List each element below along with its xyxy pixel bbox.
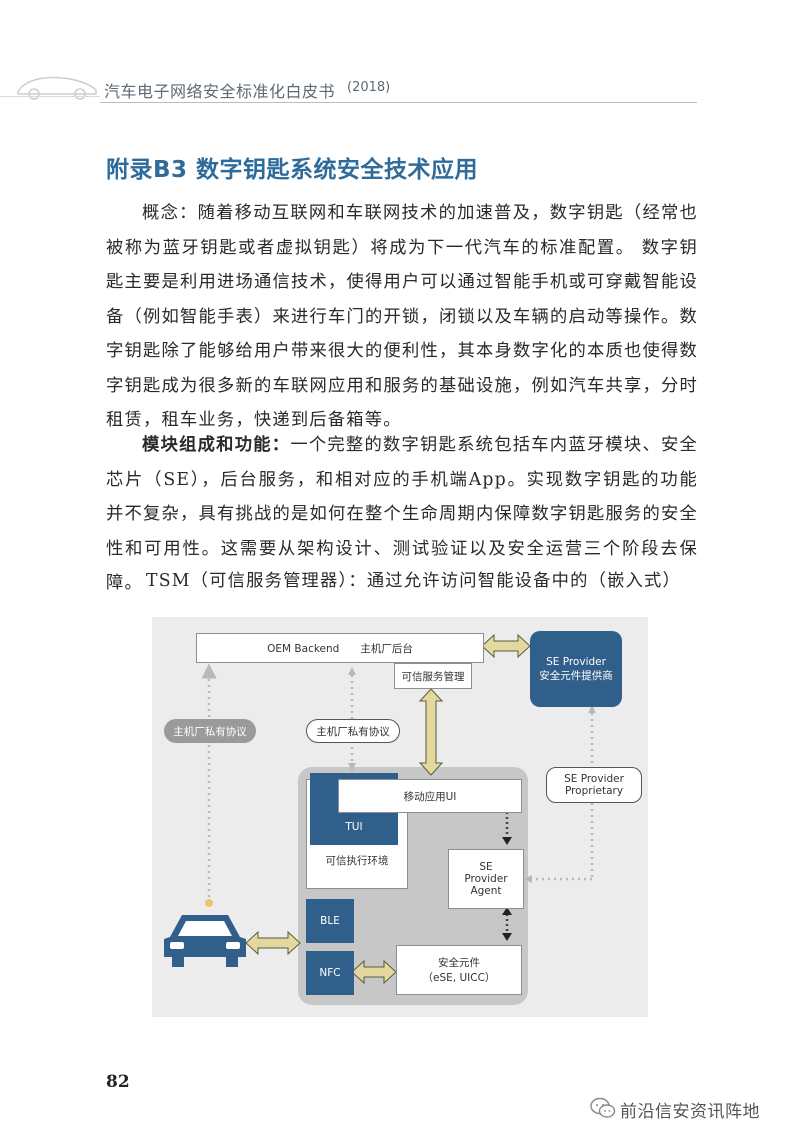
paragraph-tsm: TSM（可信服务管理器）：通过允许访问智能设备中的（嵌入式） <box>106 564 698 599</box>
secure-element-line1: 安全元件 <box>438 957 480 969</box>
car-icon <box>164 915 246 967</box>
agent-line2: Provider <box>464 873 508 885</box>
section-title: 附录B3 数字钥匙系统安全技术应用 <box>106 157 479 183</box>
proto-pill-left: 主机厂私有协议 <box>164 719 256 743</box>
header-year: (2018) <box>347 80 391 95</box>
gold-arrow-car-ble <box>245 930 301 956</box>
paragraph-modules-lead: 模块组成和功能： <box>142 435 291 455</box>
secure-element-line2: （eSE, UICC） <box>422 972 496 984</box>
paragraph-concept-text: 概念：随着移动互联网和车联网技术的加速普及，数字钥匙（经常也被称为蓝牙钥匙或者虚… <box>106 203 698 430</box>
paragraph-modules: 模块组成和功能：一个完整的数字钥匙系统包括车内蓝牙模块、安全芯片（SE），后台服… <box>106 428 698 601</box>
se-provider-agent-box: SE Provider Agent <box>448 849 524 909</box>
oem-backend-box: OEM Backend 主机厂后台 <box>196 633 484 663</box>
se-provider-line1: SE Provider <box>546 655 606 668</box>
nfc-box: NFC <box>306 951 354 995</box>
agent-line1: SE <box>479 861 493 873</box>
paragraph-modules-text: 一个完整的数字钥匙系统包括车内蓝牙模块、安全芯片（SE），后台服务，和相对应的手… <box>106 435 698 593</box>
paragraph-tsm-text: TSM（可信服务管理器）：通过允许访问智能设备中的（嵌入式） <box>146 571 682 591</box>
gold-arrow-oem-provider <box>481 633 531 659</box>
proto-pill-mid: 主机厂私有协议 <box>306 719 400 743</box>
car-logo-icon <box>17 76 97 100</box>
header-title: 汽车电子网络安全标准化白皮书 <box>104 82 336 101</box>
car-link-dot <box>205 899 213 907</box>
tsm-box: 可信服务管理 <box>394 663 472 689</box>
gold-arrow-nfc-se <box>351 959 397 985</box>
secure-element-box: 安全元件 （eSE, UICC） <box>396 945 522 995</box>
watermark-text: 前沿信安资讯阵地 <box>620 1102 760 1122</box>
mobile-ui-box: 移动应用UI <box>338 779 522 813</box>
se-provider-box: SE Provider 安全元件提供商 <box>530 631 622 707</box>
header-divider-left <box>0 96 100 97</box>
wechat-icon <box>590 1097 616 1118</box>
agent-line3: Agent <box>470 885 502 897</box>
gold-arrow-tsm-phone <box>418 688 444 776</box>
page-number: 82 <box>106 1072 130 1092</box>
paragraph-concept: 概念：随着移动互联网和车联网技术的加速普及，数字钥匙（经常也被称为蓝牙钥匙或者虚… <box>106 196 698 438</box>
se-proprietary-line2: Proprietary <box>564 785 624 797</box>
se-provider-line2: 安全元件提供商 <box>539 669 613 682</box>
ble-box: BLE <box>306 899 354 943</box>
se-proprietary-line1: SE Provider <box>564 773 624 785</box>
architecture-diagram: OEM Backend 主机厂后台 可信服务管理 SE Provider 安全元… <box>152 617 648 1017</box>
header-divider <box>100 102 697 103</box>
se-proprietary-pill: SE Provider Proprietary <box>546 767 642 803</box>
